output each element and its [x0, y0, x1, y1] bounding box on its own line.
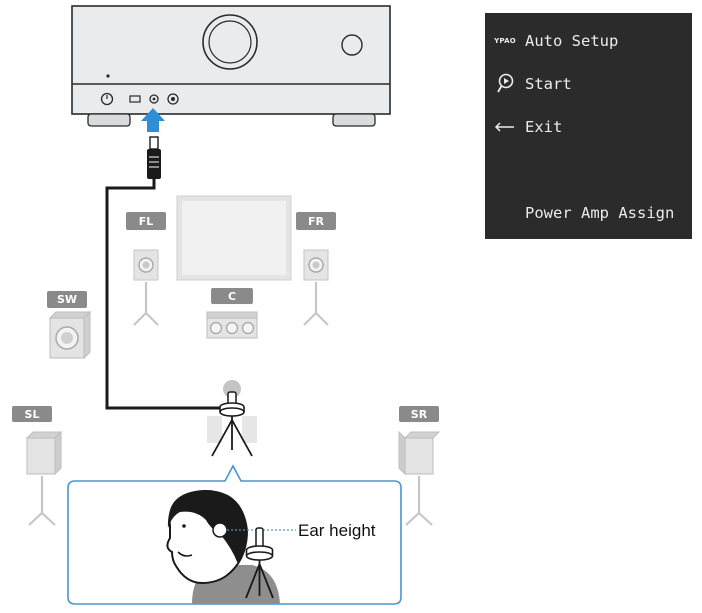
- menu-item-exit-label: Exit: [525, 118, 563, 136]
- microphone-tripod-icon: [211, 391, 253, 457]
- menu-item-start-label: Start: [525, 75, 572, 93]
- volume-knob-icon: [202, 14, 258, 70]
- speaker-sr-label: SR: [411, 408, 428, 421]
- microphone-small-icon: [245, 527, 274, 599]
- speaker-fr-label: FR: [308, 215, 325, 228]
- menu-item-power-amp-assign[interactable]: Power Amp Assign: [485, 201, 674, 225]
- listener-head-icon: [166, 489, 280, 604]
- usb-port-icon: [129, 95, 141, 103]
- auto-setup-menu: YPAO Auto Setup Start Exit Power Amp Ass…: [485, 13, 692, 239]
- speaker-sr: SR: [398, 406, 441, 526]
- start-icon: [485, 73, 525, 95]
- power-button-icon: [100, 92, 114, 106]
- ear-height-callout: Ear height: [67, 464, 402, 605]
- speaker-fr: FR: [296, 212, 336, 326]
- microphone-cable: [105, 136, 226, 410]
- menu-header: YPAO Auto Setup: [485, 29, 618, 53]
- speaker-c-label: C: [228, 290, 236, 303]
- back-arrow-icon: [485, 121, 525, 133]
- speaker-sw-label: SW: [57, 293, 77, 306]
- ear-height-label: Ear height: [298, 521, 376, 540]
- menu-item-exit[interactable]: Exit: [485, 115, 562, 139]
- speaker-sw: SW: [47, 291, 92, 360]
- menu-title: Auto Setup: [525, 32, 619, 50]
- menu-item-start[interactable]: Start: [485, 72, 572, 96]
- speaker-sl-label: SL: [25, 408, 40, 421]
- speaker-c: C: [206, 288, 258, 339]
- speaker-sl: SL: [12, 406, 63, 526]
- connect-arrow-icon: [141, 108, 165, 132]
- speaker-fl-label: FL: [139, 215, 154, 228]
- ypao-logo: YPAO: [494, 37, 516, 45]
- menu-item-power-amp-assign-label: Power Amp Assign: [525, 204, 675, 222]
- input-knob-icon: [341, 34, 363, 56]
- av-receiver: [71, 5, 391, 127]
- speaker-fl: FL: [126, 212, 166, 326]
- tv-icon: [176, 195, 292, 281]
